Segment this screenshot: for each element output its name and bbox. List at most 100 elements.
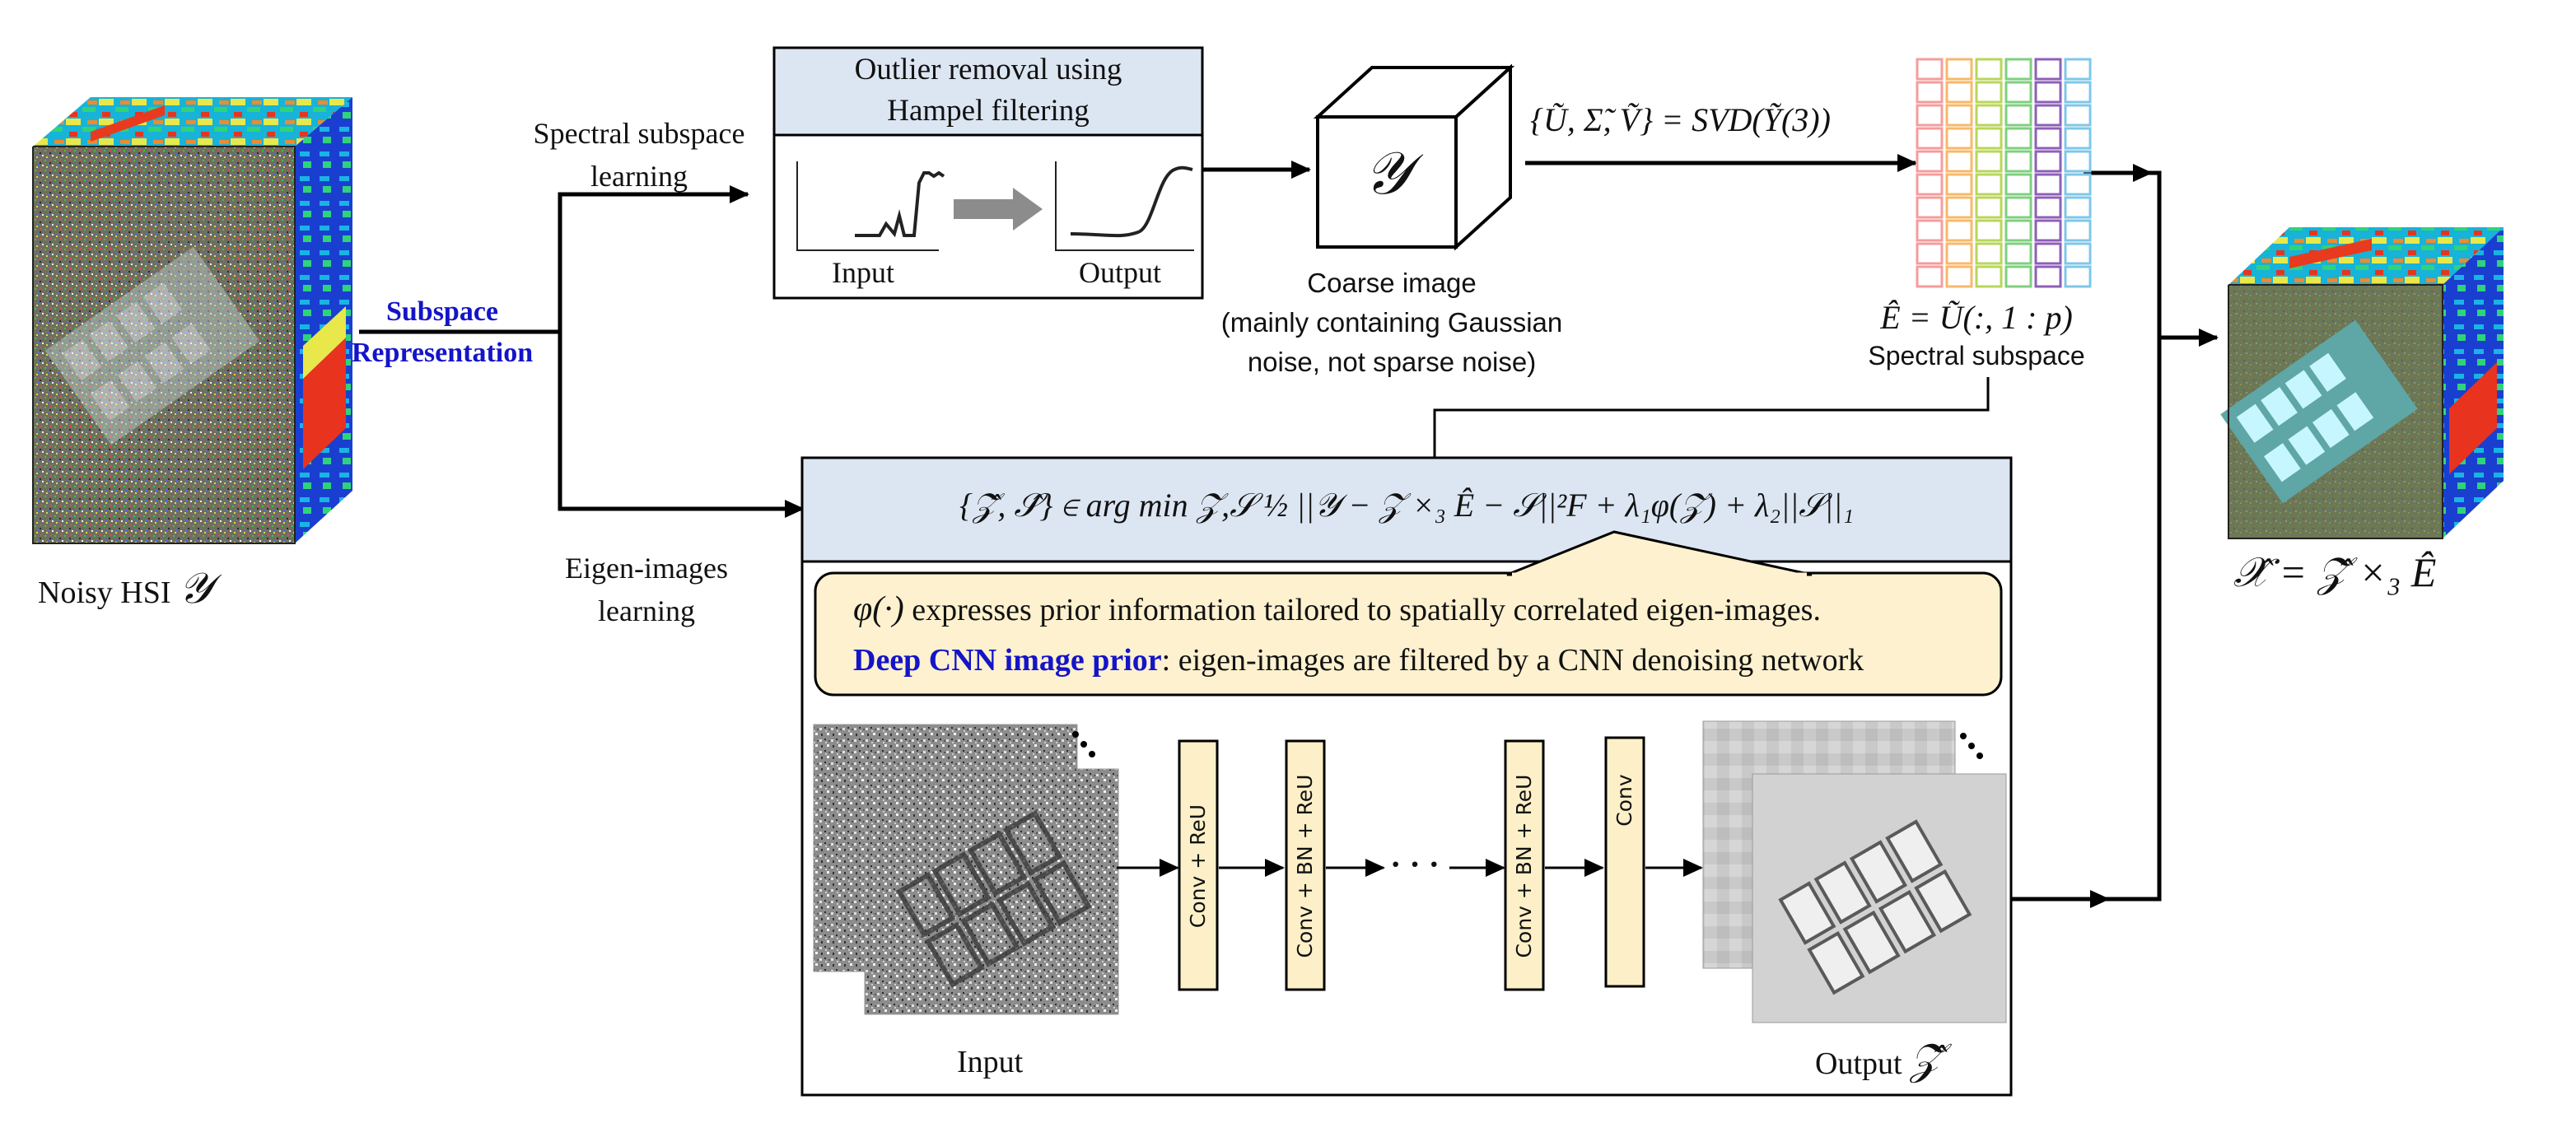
- svd-cell: [1975, 150, 2003, 173]
- svd-cell: [1945, 104, 1973, 127]
- svd-cell: [1945, 58, 1973, 81]
- cnn-ellipsis: · · ·: [1390, 846, 1440, 883]
- svd-cell: [1975, 81, 2003, 104]
- subspace-representation-label: Subspace Representation: [323, 291, 562, 374]
- svd-cell: [2034, 219, 2062, 242]
- prior-phi-symbol: φ(·): [853, 590, 904, 628]
- noisy-hsi-symbol: 𝒴: [179, 566, 212, 613]
- cnn-layer-3: [1504, 739, 1545, 991]
- svd-cell: [1916, 219, 1944, 242]
- spectral-subspace-label: Spectral subspace: [1868, 341, 2085, 370]
- coarse-title: Coarse image: [1307, 268, 1477, 298]
- hampel-title-line-2: Hampel filtering: [887, 94, 1090, 128]
- svd-cell: [2004, 219, 2032, 242]
- svd-cell: [2034, 150, 2062, 173]
- svd-cell: [2034, 81, 2062, 104]
- svd-cell: [1916, 173, 1944, 196]
- svd-cell: [2064, 104, 2092, 127]
- svd-cell: [2064, 81, 2092, 104]
- svd-cell: [1975, 265, 2003, 288]
- hampel-output-label: Output: [1079, 256, 1162, 289]
- network-output-symbol: 𝒵̂: [1910, 1037, 1943, 1083]
- noisy-hsi-cube: [32, 97, 352, 544]
- svd-cell: [1945, 219, 1973, 242]
- svd-cell: [2034, 265, 2062, 288]
- hampel-arrow: [954, 188, 1043, 231]
- spectral-line-1: Spectral subspace: [533, 117, 745, 150]
- svd-cell: [2004, 104, 2032, 127]
- svd-cell: [1945, 265, 1973, 288]
- svd-cell: [1916, 104, 1944, 127]
- svd-cell: [2004, 196, 2032, 219]
- svd-cell: [2004, 173, 2032, 196]
- subspace-line-2: Representation: [351, 338, 534, 368]
- objective-header: [800, 456, 2013, 563]
- coarse-note-1: (mainly containing Gaussian: [1220, 307, 1563, 338]
- cnn-layer-2: [1285, 739, 1326, 991]
- svd-cell: [1945, 173, 1973, 196]
- svd-cell: [1916, 58, 1944, 81]
- svd-cell: [1916, 265, 1944, 288]
- prior-line-2: Deep CNN image prior: eigen-images are f…: [853, 642, 1864, 678]
- result-equation: 𝒳̂ = 𝒵̂ ×₃ Ê: [2233, 549, 2437, 595]
- svd-cell: [1916, 196, 1944, 219]
- hampel-box: [772, 46, 1204, 300]
- coarse-symbol: 𝒴: [1364, 141, 1411, 207]
- svd-cell: [2064, 173, 2092, 196]
- coarse-cube: [1313, 63, 1515, 251]
- hampel-input-plot: [796, 161, 945, 251]
- svd-cell: [1945, 127, 1973, 150]
- svd-cell: [2064, 265, 2092, 288]
- network-input-label: Input: [957, 1045, 1024, 1079]
- cnn-layer-4: [1604, 736, 1645, 988]
- svd-cell: [2004, 127, 2032, 150]
- svd-cell: [2004, 81, 2032, 104]
- svd-cell: [1975, 242, 2003, 265]
- subspace-feedback-line: [1435, 377, 1990, 471]
- noisy-hsi-label: Noisy HSI 𝒴: [38, 565, 212, 614]
- svd-cell: [2064, 242, 2092, 265]
- objective-formula: {𝒵̂, 𝒮̂} ∈ arg min 𝒵,𝒮 ½ ||𝒴 − 𝒵 ×₃ Ê − …: [959, 487, 1855, 524]
- noisy-cube-top: [33, 97, 352, 147]
- svd-cell: [2064, 219, 2092, 242]
- network-output-label: Output 𝒵̂: [1815, 1036, 1943, 1085]
- svd-cell: [1945, 196, 1973, 219]
- svd-cell: [1975, 173, 2003, 196]
- prior-line-2-bold: Deep CNN image prior: [853, 643, 1162, 678]
- spectral-line-2: learning: [590, 160, 688, 193]
- cnn-layers: [1178, 736, 1645, 991]
- svd-cell: [2034, 196, 2062, 219]
- svd-cell: [1945, 242, 1973, 265]
- subspace-line-1: Subspace: [385, 296, 499, 327]
- hampel-output-plot: [1055, 161, 1194, 251]
- svd-cell: [2004, 150, 2032, 173]
- eigen-line-2: learning: [598, 594, 695, 627]
- main-connectors: [359, 154, 2219, 908]
- cnn-layer-1-label: Conv + ReU: [1186, 804, 1210, 929]
- svd-equation: {Ũ, Σ̃, Ṽ} = SVD(Ỹ(3)): [1530, 101, 1831, 138]
- eigen-line-1: Eigen-images: [565, 552, 728, 585]
- svd-cell: [1975, 127, 2003, 150]
- svd-cell: [2004, 58, 2032, 81]
- hampel-input-label: Input: [832, 256, 894, 289]
- svd-cell: [1975, 58, 2003, 81]
- prior-box: [814, 571, 2003, 697]
- svd-cell: [1916, 242, 1944, 265]
- svd-cell: [2034, 104, 2062, 127]
- cnn-layer-1: [1178, 739, 1219, 991]
- cnn-layer-2-label: Conv + BN + ReU: [1293, 774, 1317, 958]
- svd-cell: [2034, 173, 2062, 196]
- prior-line-1-text: expresses prior information tailored to …: [912, 593, 1821, 627]
- denoised-hsi-cube: [2220, 227, 2504, 539]
- svd-cell: [2034, 127, 2062, 150]
- coarse-note-2: noise, not sparse noise): [1247, 347, 1537, 377]
- hampel-title: Outlier removal using Hampel filtering: [774, 49, 1202, 132]
- svd-cell: [1975, 196, 2003, 219]
- svd-cell: [2064, 58, 2092, 81]
- svd-cell: [2064, 150, 2092, 173]
- hampel-title-line-1: Outlier removal using: [854, 53, 1122, 86]
- svd-cell: [1916, 150, 1944, 173]
- svd-cell: [1975, 219, 2003, 242]
